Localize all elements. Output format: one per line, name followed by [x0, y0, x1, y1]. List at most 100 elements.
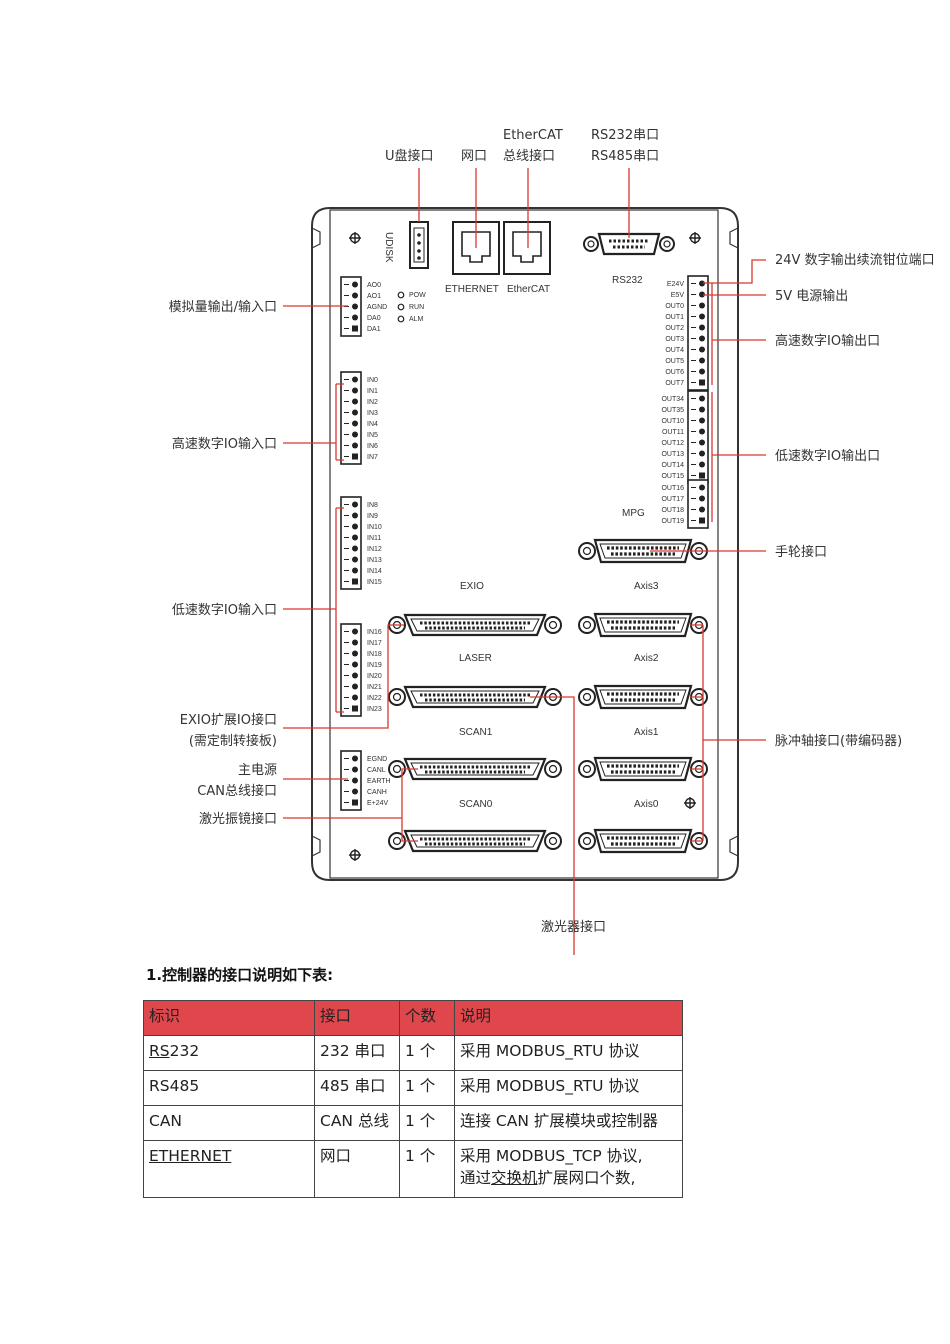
exio-connector	[387, 613, 563, 637]
terminal-pin	[352, 777, 358, 784]
pin-label: OUT34	[661, 396, 684, 403]
ethercat-port	[503, 221, 551, 275]
pin-label: IN18	[367, 651, 382, 658]
pin-label: E24V	[667, 281, 684, 288]
pin-label: IN2	[367, 399, 378, 406]
cell-desc: 采用 MODBUS_RTU 协议	[454, 1035, 683, 1071]
rs232-board-label: RS232	[612, 275, 643, 286]
header-cell-desc: 说明	[454, 1000, 683, 1036]
header-cell-id: 标识	[143, 1000, 315, 1036]
terminal-pin	[699, 406, 705, 413]
controller-interface-diagram: UDISK ETHERNET EtherCAT RS232 POW RUN AL…	[169, 128, 935, 955]
terminal-pin	[699, 461, 705, 468]
desc-suffix: 扩展网口个数,	[537, 1169, 636, 1187]
terminal-pin	[352, 683, 358, 690]
terminal-housing	[687, 479, 709, 529]
pin-label: IN4	[367, 421, 378, 428]
pin-label: OUT14	[661, 462, 684, 469]
terminal-pin	[352, 431, 358, 438]
in-high-callout: 高速数字IO输入口	[172, 436, 277, 452]
exio-callout-line1: EXIO扩展IO接口	[180, 712, 277, 728]
pin-label: IN7	[367, 454, 378, 461]
header-cell-count: 个数	[399, 1000, 455, 1036]
run-led-icon	[397, 303, 405, 311]
pin-label: OUT2	[665, 325, 684, 332]
terminal-pin	[699, 484, 705, 491]
terminal-pin-square	[352, 799, 358, 806]
pin-label: IN10	[367, 524, 382, 531]
terminal-pin	[699, 346, 705, 353]
table-row: CAN CAN 总线 1 个 连接 CAN 扩展模块或控制器	[143, 1105, 683, 1141]
out-low-callout: 低速数字IO输出口	[775, 448, 880, 464]
rs-callout-line2: RS485串口	[591, 149, 659, 164]
pin-label: EARTH	[367, 778, 391, 785]
header-cell-port: 接口	[314, 1000, 400, 1036]
pin-label: OUT13	[661, 451, 684, 458]
ethercat-board-label: EtherCAT	[507, 284, 550, 295]
terminal-pin	[352, 512, 358, 519]
terminal-pin	[352, 420, 358, 427]
pulse-axis-callout: 脉冲轴接口(带编码器)	[775, 733, 902, 749]
axis2-board-label: Axis2	[634, 653, 659, 664]
id-text: 232	[169, 1042, 200, 1060]
terminal-pin	[699, 439, 705, 446]
pin-label: OUT6	[665, 369, 684, 376]
terminal-pin	[699, 302, 705, 309]
interface-table: 标识 接口 个数 说明 RS232 232 串口 1 个 采用 MODBUS_R…	[143, 1000, 683, 1198]
terminal-pin	[352, 534, 358, 541]
terminal-pin	[699, 280, 705, 287]
switch-link[interactable]: 交换机	[491, 1169, 538, 1187]
terminal-pin	[352, 292, 358, 299]
terminal-housing	[687, 275, 709, 391]
alm-led-icon	[397, 315, 405, 323]
cell-id: RS232	[143, 1035, 315, 1071]
scan0-board-label: SCAN0	[459, 799, 493, 810]
laser-callout: 激光器接口	[541, 919, 606, 935]
power-callout-line1: 主电源	[238, 763, 277, 778]
terminal-pin	[352, 376, 358, 383]
status-leds: POW RUN ALM	[397, 291, 426, 323]
terminal-housing	[687, 390, 709, 484]
cell-desc: 采用 MODBUS_TCP 协议,通过交换机扩展网口个数,	[454, 1140, 683, 1198]
handwheel-callout: 手轮接口	[775, 544, 827, 560]
id-link[interactable]: RS	[149, 1042, 170, 1060]
terminal-pin	[352, 567, 358, 574]
terminal-pin	[352, 314, 358, 321]
galvo-callout: 激光振镜接口	[199, 811, 277, 827]
power-callout-line2: CAN总线接口	[197, 783, 277, 799]
pin-label: OUT11	[662, 429, 684, 436]
pin-label: CANH	[367, 789, 387, 796]
pin-label: OUT17	[661, 496, 684, 503]
cell-count: 1 个	[399, 1070, 455, 1106]
cell-count: 1 个	[399, 1140, 455, 1198]
clamp-callout: 24V 数字输出续流钳位端口	[775, 252, 935, 268]
pin-label: OUT5	[665, 358, 684, 365]
cell-port: CAN 总线	[314, 1105, 400, 1141]
v5-callout: 5V 电源输出	[775, 288, 848, 304]
ethercat-callout-line1: EtherCAT	[503, 128, 563, 143]
laser-board-label: LASER	[459, 653, 492, 664]
terminal-pin	[352, 755, 358, 762]
terminal-pin	[352, 639, 358, 646]
desc-prefix: 通过	[460, 1169, 492, 1187]
out-high-callout: 高速数字IO输出口	[775, 333, 880, 349]
terminal-pin	[699, 495, 705, 502]
cell-desc: 连接 CAN 扩展模块或控制器	[454, 1105, 683, 1141]
terminal-pin	[699, 428, 705, 435]
id-link[interactable]: ETHERNET	[149, 1147, 232, 1165]
leader-lines	[283, 168, 766, 955]
pin-label: IN5	[367, 432, 378, 439]
udisk-callout: U盘接口	[385, 148, 434, 164]
terminal-pin	[352, 650, 358, 657]
terminal-pin	[352, 409, 358, 416]
terminal-pin-square	[352, 705, 358, 712]
run-label: RUN	[409, 304, 424, 311]
pin-label: IN8	[367, 502, 378, 509]
terminal-pin	[699, 313, 705, 320]
exio-board-label: EXIO	[460, 581, 484, 592]
